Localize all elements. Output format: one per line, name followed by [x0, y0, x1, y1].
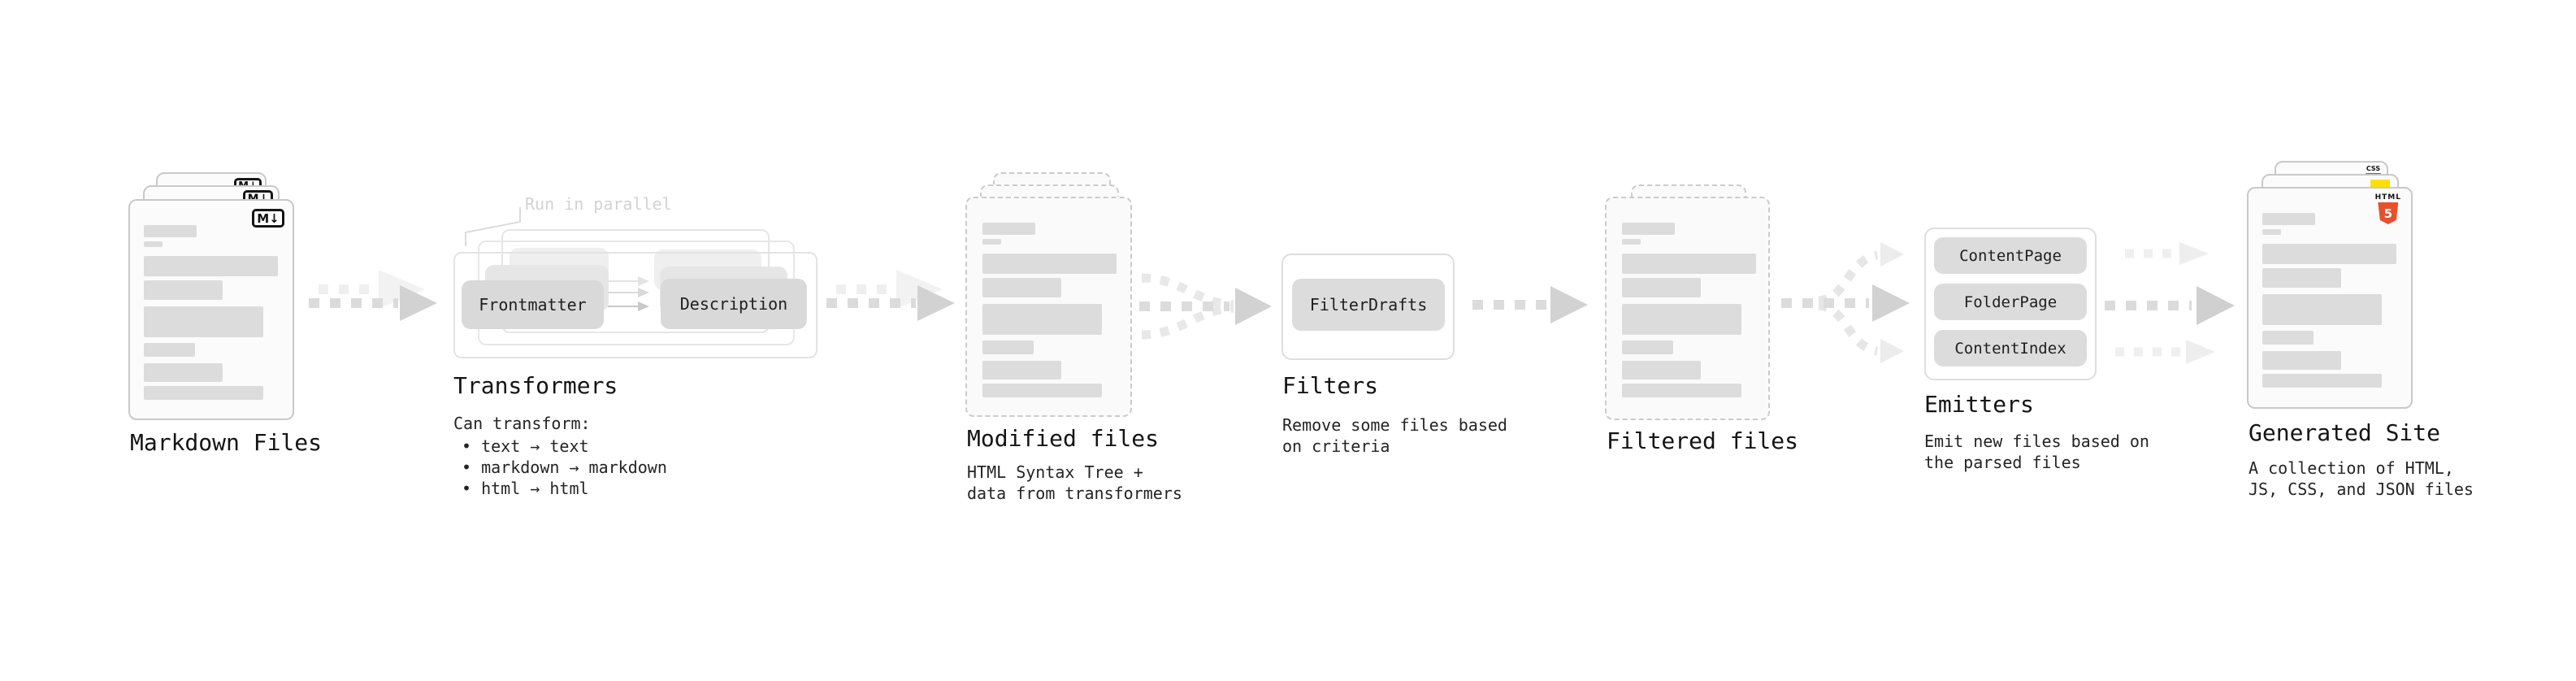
text-line-placeholder — [144, 363, 223, 382]
text-line-placeholder — [1622, 239, 1641, 245]
text-line-placeholder — [982, 340, 1034, 354]
parallel-arrows-icon — [608, 276, 649, 311]
section-subtitle: on criteria — [1282, 436, 1390, 456]
callout-leader-line — [465, 207, 521, 246]
text-line-placeholder — [2262, 294, 2382, 325]
arrow-filtered-to-emitters — [1781, 242, 1910, 363]
section-subtitle: HTML Syntax Tree + — [967, 462, 1143, 482]
section-subtitle: A collection of HTML, — [2249, 458, 2454, 478]
transform-note-line: • html → html — [462, 479, 589, 498]
section-title-modified-files: Modified files — [967, 425, 1160, 452]
file-card — [1605, 197, 1770, 420]
text-line-placeholder — [1622, 278, 1701, 297]
emitter-box-folderpage: FolderPage — [1934, 284, 2087, 320]
arrow-markdown-to-transformers — [309, 270, 437, 321]
section-title-transformers: Transformers — [453, 372, 618, 399]
filter-box-filterdrafts: FilterDrafts — [1292, 279, 1445, 331]
section-subtitle: Emit new files based on — [1924, 432, 2149, 451]
run-in-parallel-callout: Run in parallel — [525, 194, 672, 214]
text-line-placeholder — [1622, 361, 1701, 380]
text-line-placeholder — [1622, 384, 1741, 397]
emitter-box-contentpage: ContentPage — [1934, 237, 2087, 274]
text-line-placeholder — [144, 343, 195, 357]
transform-note-line: • text → text — [462, 436, 589, 456]
section-subtitle: data from transformers — [967, 484, 1182, 503]
section-title-filtered-files: Filtered files — [1607, 427, 1799, 454]
markdown-icon: M↓ — [252, 209, 284, 228]
arrow-filters-to-filtered — [1472, 286, 1588, 323]
transformer-box-frontmatter: Frontmatter — [462, 280, 604, 329]
text-line-placeholder — [144, 386, 263, 400]
text-line-placeholder — [2262, 351, 2341, 370]
file-card: HTML 5 — [2247, 187, 2413, 409]
text-line-placeholder — [982, 254, 1117, 274]
transformer-box-description: Description — [661, 279, 807, 329]
emitter-box-contentindex: ContentIndex — [1934, 330, 2087, 367]
arrow-modified-to-filters — [1139, 273, 1272, 340]
section-subtitle: Remove some files based — [1282, 415, 1507, 435]
section-title-generated-site: Generated Site — [2249, 419, 2441, 446]
text-line-placeholder — [2262, 374, 2382, 388]
transform-note-line: • markdown → markdown — [462, 458, 667, 477]
section-note-title: Can transform: — [453, 414, 591, 433]
text-line-placeholder — [1622, 304, 1741, 335]
text-line-placeholder — [144, 241, 163, 247]
file-card: M↓ — [128, 199, 294, 420]
section-title-markdown-files: Markdown Files — [130, 429, 323, 456]
text-line-placeholder — [982, 384, 1102, 397]
arrow-emitters-to-site — [2105, 242, 2235, 364]
html5-icon: HTML 5 — [2375, 193, 2401, 224]
text-line-placeholder — [982, 239, 1001, 245]
text-line-placeholder — [2262, 213, 2315, 225]
text-line-placeholder — [982, 361, 1061, 380]
text-line-placeholder — [1622, 340, 1673, 354]
text-line-placeholder — [144, 306, 263, 337]
text-line-placeholder — [144, 225, 197, 237]
text-line-placeholder — [2262, 268, 2341, 288]
text-line-placeholder — [2262, 229, 2281, 235]
section-title-emitters: Emitters — [1924, 391, 2034, 418]
arrow-transformers-to-modified — [826, 270, 955, 321]
text-line-placeholder — [982, 278, 1061, 297]
text-line-placeholder — [144, 280, 223, 300]
section-subtitle: JS, CSS, and JSON files — [2249, 479, 2474, 499]
text-line-placeholder — [982, 223, 1035, 235]
text-line-placeholder — [982, 304, 1102, 335]
text-line-placeholder — [1622, 223, 1675, 235]
text-line-placeholder — [1622, 254, 1756, 274]
text-line-placeholder — [144, 256, 278, 276]
section-title-filters: Filters — [1282, 372, 1379, 399]
text-line-placeholder — [2262, 331, 2314, 345]
file-card — [965, 197, 1132, 417]
transformer-panel-front — [453, 252, 817, 358]
section-subtitle: the parsed files — [1924, 453, 2081, 472]
text-line-placeholder — [2262, 244, 2396, 264]
